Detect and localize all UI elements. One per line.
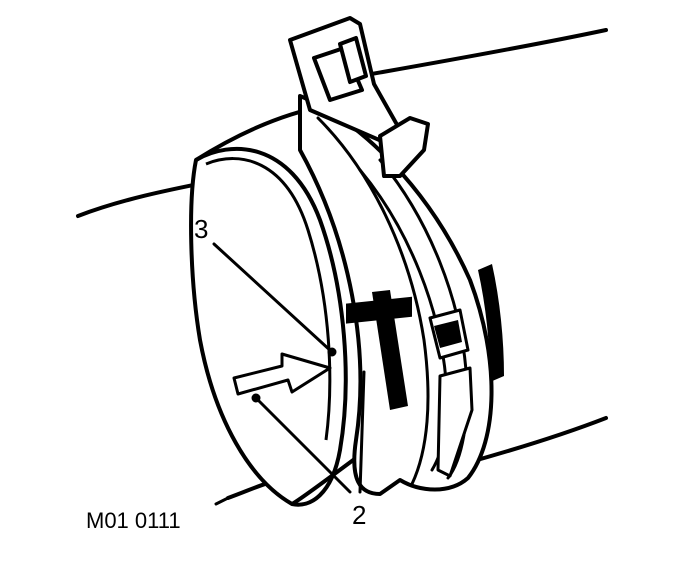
leader-line-3	[212, 242, 334, 354]
leader-line-2b	[358, 370, 366, 494]
figure-reference-code: M01 0111	[86, 508, 181, 533]
leader-dot-3	[327, 347, 337, 357]
callout-3: 3	[194, 214, 208, 244]
direction-arrow	[232, 352, 332, 396]
reference-underline	[214, 496, 230, 506]
leader-line-2a	[254, 396, 352, 494]
clamp-lower-slot	[436, 366, 474, 478]
leader-dot-2a	[251, 393, 261, 403]
alignment-mark-vertical-hose	[372, 290, 408, 410]
clamp-front-edge	[316, 116, 430, 486]
clamp-tab-tongue	[338, 36, 368, 84]
leader-lines	[212, 242, 366, 506]
alignment-mark-clamp-window	[434, 320, 462, 348]
callout-2: 2	[352, 500, 366, 530]
clamp-tab-slot	[312, 46, 364, 102]
alignment-mark-clamp-outer	[478, 264, 504, 382]
alignment-marks	[346, 264, 504, 410]
clamp-latch-lip	[378, 116, 430, 178]
hose-end-rim	[194, 146, 348, 507]
hose-end-inner-rim	[205, 157, 332, 441]
clamp-tab	[288, 16, 430, 178]
